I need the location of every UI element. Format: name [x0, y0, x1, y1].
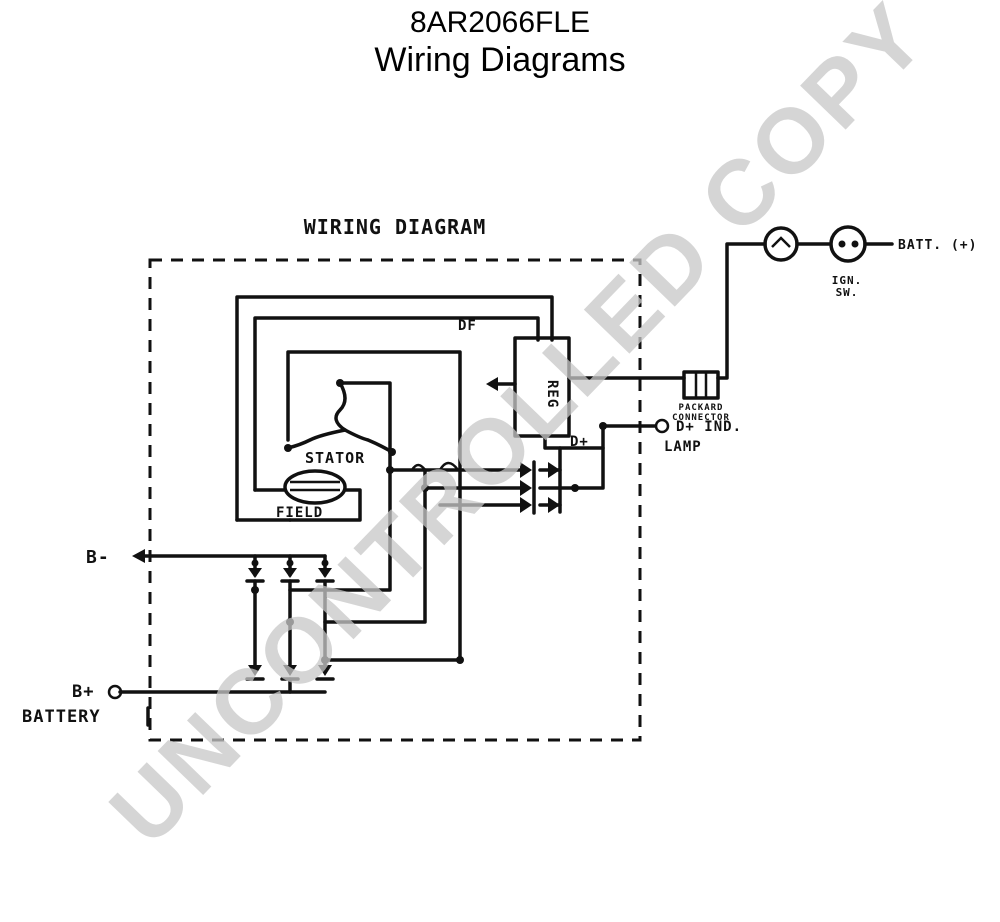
model-number: 8AR2066FLE [409, 6, 591, 39]
packard-label-2: CONNECTOR [672, 413, 730, 423]
b-plus-label: B+ [72, 682, 94, 702]
battery-label: BATTERY [22, 707, 101, 727]
reg-label: REG [544, 380, 560, 408]
page-header: 8AR2066FLE Wiring Diagrams [0, 0, 1000, 80]
df-label: DF [458, 318, 477, 334]
diode-trio [520, 446, 579, 515]
d-plus-ind-wire [601, 424, 657, 450]
stator-top-wire [338, 381, 392, 472]
d-plus-ind-label: D+ IND. [676, 419, 742, 435]
field-label: FIELD [276, 505, 323, 521]
b-minus-label: B- [86, 547, 110, 568]
outer-field-wire [235, 295, 554, 522]
diagram-title: WIRING DIAGRAM [304, 215, 487, 239]
d-plus-label: D+ [570, 434, 589, 450]
phase-to-rect-2 [323, 468, 427, 624]
crossover-hops [410, 461, 460, 471]
reg-arrow-icon [486, 377, 498, 391]
df-wire [253, 316, 540, 492]
page-subtitle: Wiring Diagrams [374, 41, 626, 79]
ignition-switch-icon [829, 225, 867, 263]
lamp-label: LAMP [664, 439, 702, 455]
batt-plus-label: BATT. (+) [898, 238, 977, 253]
packard-label-1: PACKARD [679, 403, 724, 413]
ign-label: IGN. [832, 274, 863, 287]
stator-winding [284, 379, 396, 456]
sw-label: SW. [836, 286, 859, 299]
b-plus-terminal-icon [107, 684, 123, 700]
field-coil-core [290, 480, 340, 492]
positive-diodes [245, 665, 335, 694]
packard-connector [682, 370, 720, 400]
connector-to-lamp-wire [716, 242, 767, 380]
regulator-box [513, 336, 571, 438]
d-plus-terminal-icon [654, 418, 670, 434]
b-minus-arrow-icon [132, 549, 145, 563]
field-leads [253, 488, 362, 522]
stator-label: STATOR [305, 449, 365, 467]
stator-loop-wire [286, 350, 462, 662]
uncontrolled-copy-watermark: UNCONTROLLED COPY [91, 0, 947, 864]
field-coil [283, 469, 347, 505]
